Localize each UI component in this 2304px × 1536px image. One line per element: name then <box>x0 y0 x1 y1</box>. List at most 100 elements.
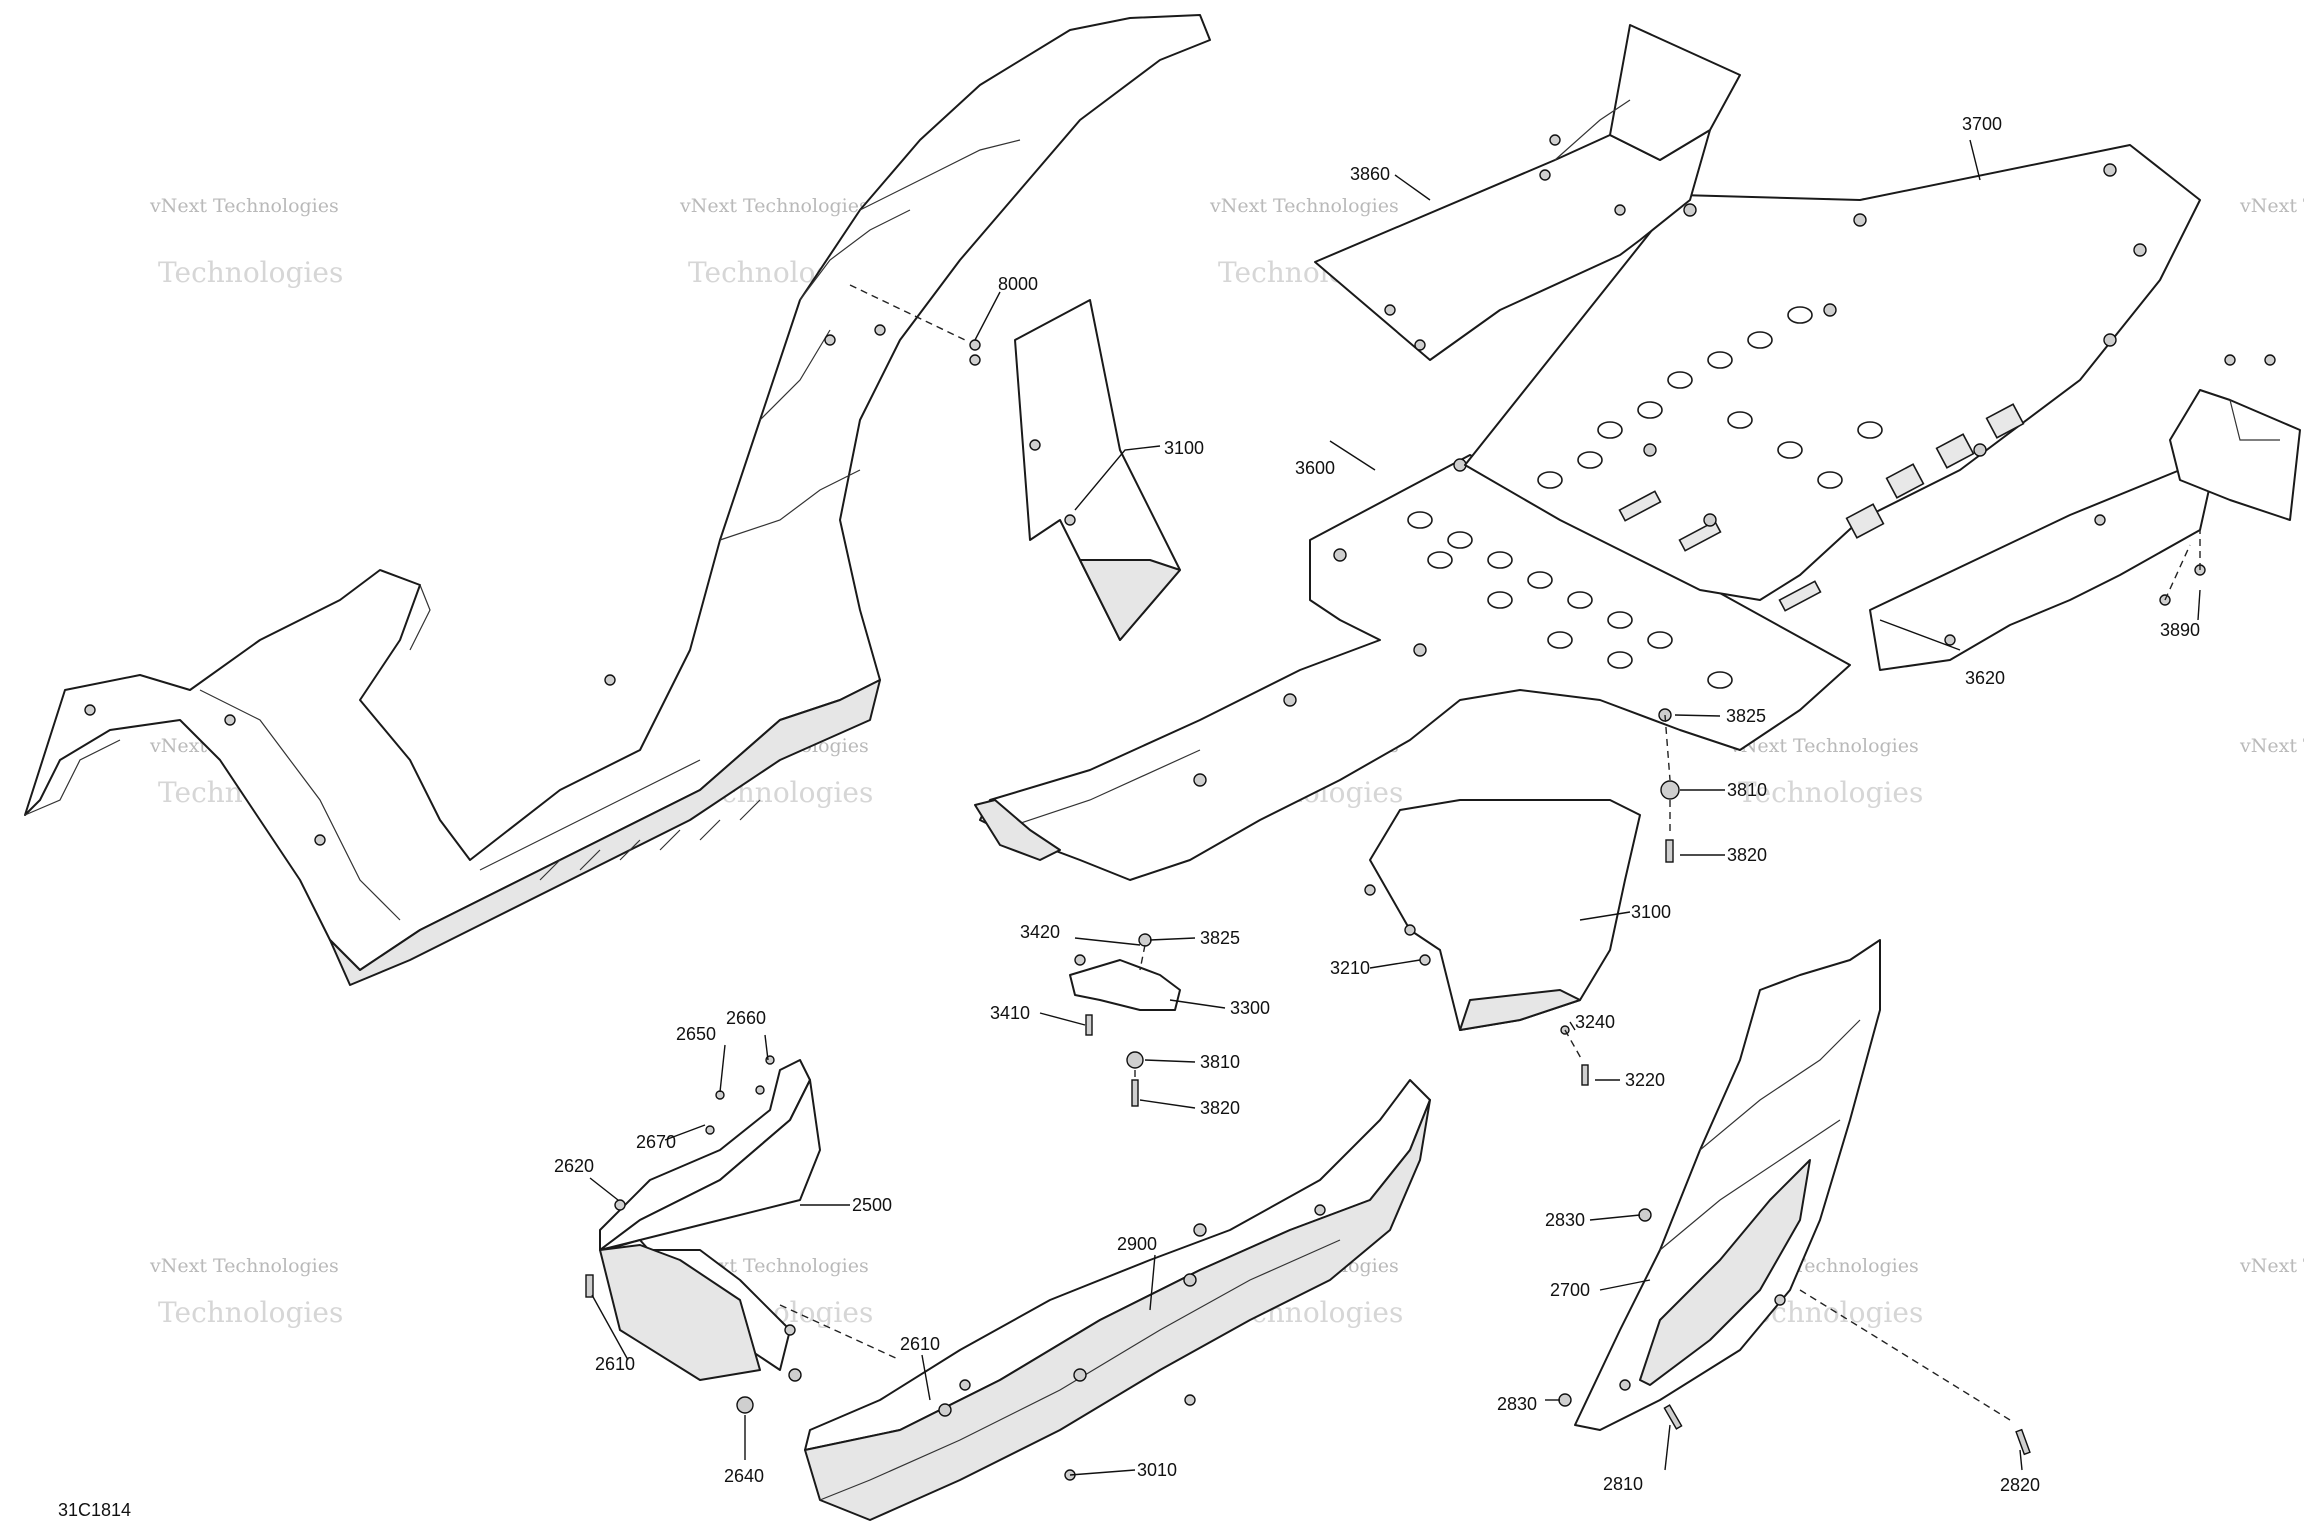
screw-icon <box>1853 213 1867 227</box>
screw-icon <box>2264 354 2276 366</box>
callout-3100: 3100 <box>1631 902 1671 922</box>
screw-icon <box>824 334 836 346</box>
callout-2500: 2500 <box>852 1195 892 1215</box>
callout-3420: 3420 <box>1020 922 1060 942</box>
screw-icon <box>1549 134 1561 146</box>
callout-2670: 2670 <box>636 1132 676 1152</box>
callout-3410: 3410 <box>990 1003 1030 1023</box>
callout-labels: 8000 3100 3600 3860 3700 3620 3890 3825 … <box>554 114 2200 1495</box>
callout-2640: 2640 <box>724 1466 764 1486</box>
screw-icon <box>1283 693 1297 707</box>
callout-3825: 3825 <box>1200 928 1240 948</box>
watermark-text: vNext Technologies <box>1209 195 1399 217</box>
screw-icon <box>1683 203 1697 217</box>
hole-group <box>1537 306 1883 489</box>
panel-2900 <box>804 1079 1431 1521</box>
watermark-text: Technologies <box>158 256 343 289</box>
screw-icon <box>1614 204 1626 216</box>
washer-icon <box>1660 780 1680 800</box>
screw-icon <box>84 704 96 716</box>
nut-icon <box>1138 933 1152 947</box>
screw-icon <box>1384 304 1396 316</box>
screw-icon <box>705 1125 715 1135</box>
callout-3700: 3700 <box>1962 114 2002 134</box>
screw-icon <box>1413 643 1427 657</box>
callout-3620: 3620 <box>1965 668 2005 688</box>
screw-icon <box>2103 163 2117 177</box>
screw-icon <box>2094 514 2106 526</box>
screw-icon <box>715 1090 725 1100</box>
bolt-icon <box>1665 839 1674 863</box>
screw-icon <box>2133 243 2147 257</box>
callout-3825: 3825 <box>1726 706 1766 726</box>
callout-2610: 2610 <box>900 1334 940 1354</box>
diagram-code: 31C1814 <box>58 1500 131 1520</box>
watermark-text: vNext Technologies <box>149 195 339 217</box>
watermark-text: Technologies <box>1738 776 1923 809</box>
alignment-lines <box>779 284 2201 1421</box>
callout-3810: 3810 <box>1200 1052 1240 1072</box>
screw-icon <box>604 674 616 686</box>
nut-icon <box>788 1368 802 1382</box>
callout-2620: 2620 <box>554 1156 594 1176</box>
screw-icon <box>1823 303 1837 317</box>
panel-2500 <box>585 1055 821 1414</box>
callout-2830: 2830 <box>1497 1394 1537 1414</box>
screw-icon <box>1944 634 1956 646</box>
floor-pan-3700 <box>1464 144 2201 612</box>
panel-3620-right <box>1869 354 2301 671</box>
callout-3810: 3810 <box>1727 780 1767 800</box>
callout-3010: 3010 <box>1137 1460 1177 1480</box>
floor-pan-3600 <box>974 454 1851 881</box>
nut-icon <box>969 354 981 366</box>
callout-3820: 3820 <box>1200 1098 1240 1118</box>
screw-icon <box>1364 884 1376 896</box>
watermark-text: vNext Technologies <box>2239 1255 2304 1277</box>
callout-3220: 3220 <box>1625 1070 1665 1090</box>
slot-group <box>1618 403 2025 612</box>
screw-icon <box>1619 1379 1631 1391</box>
bolt-icon <box>1581 1064 1589 1086</box>
callout-2810: 2810 <box>1603 1474 1643 1494</box>
screw-icon <box>755 1085 765 1095</box>
screw-icon <box>314 834 326 846</box>
nut-icon <box>969 339 981 351</box>
panel-3100-upper <box>1014 299 1181 641</box>
hole-group <box>1407 511 1733 689</box>
screw-icon <box>224 714 236 726</box>
callout-3240: 3240 <box>1575 1012 1615 1032</box>
screw-icon <box>1643 443 1657 457</box>
callout-3100: 3100 <box>1164 438 1204 458</box>
callout-2900: 2900 <box>1117 1234 1157 1254</box>
callout-2660: 2660 <box>726 1008 766 1028</box>
callout-2650: 2650 <box>676 1024 716 1044</box>
screw-icon <box>959 1379 971 1391</box>
screw-icon <box>784 1324 796 1336</box>
nut-icon <box>1074 954 1086 966</box>
screw-icon <box>1703 513 1717 527</box>
bolt-icon <box>585 1274 594 1298</box>
leader-lines <box>589 139 2201 1476</box>
screw-icon <box>1073 1368 1087 1382</box>
screw-icon <box>1193 773 1207 787</box>
screw-icon <box>1314 1204 1326 1216</box>
washer-icon <box>1126 1051 1144 1069</box>
watermark-text: vNext Technologies <box>679 195 869 217</box>
watermark-text: vNext Technologies <box>149 1255 339 1277</box>
screw-icon <box>1774 1294 1786 1306</box>
screw-icon <box>1193 1223 1207 1237</box>
screw-icon <box>1184 1394 1196 1406</box>
nut-icon <box>736 1396 754 1414</box>
callout-3600: 3600 <box>1295 458 1335 478</box>
screw-icon <box>614 1199 626 1211</box>
bolt-icon <box>1085 1014 1093 1036</box>
callout-3210: 3210 <box>1330 958 1370 978</box>
callout-2700: 2700 <box>1550 1280 1590 1300</box>
panel-2700 <box>1558 939 2031 1456</box>
screw-icon <box>938 1403 952 1417</box>
callout-3820: 3820 <box>1727 845 1767 865</box>
bolt-icon <box>2015 1428 2031 1456</box>
screw-icon <box>874 324 886 336</box>
watermark-text: vNext Technologies <box>2239 195 2304 217</box>
